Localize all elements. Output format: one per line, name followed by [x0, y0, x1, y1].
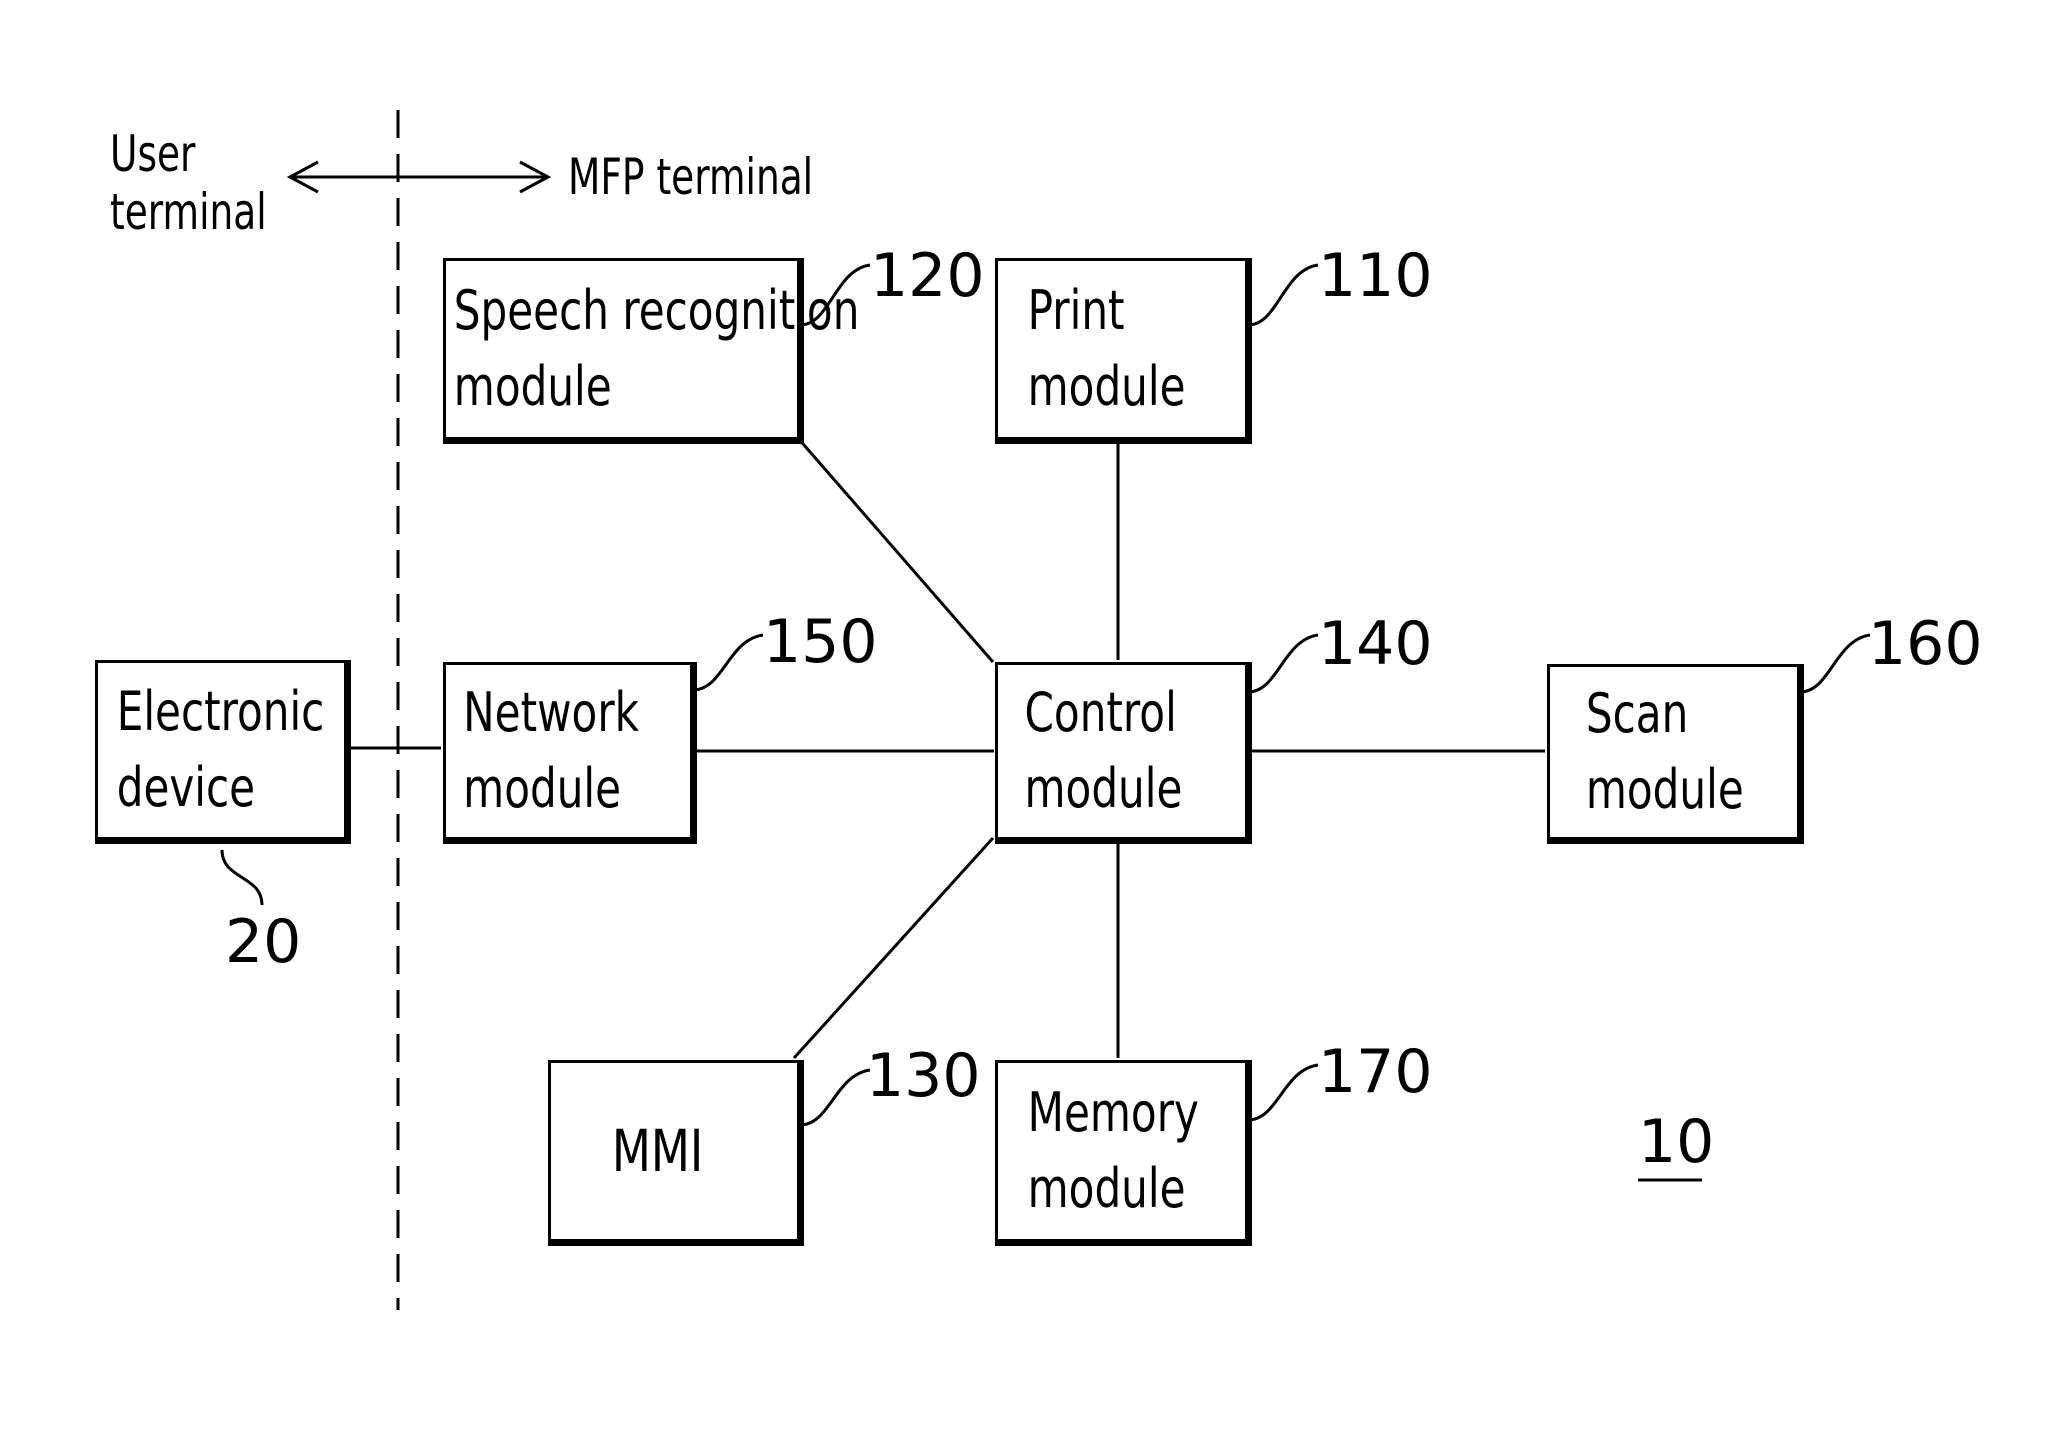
leader-130	[800, 1070, 870, 1125]
print-module-label-line1: Print	[1028, 273, 1191, 349]
control-module-box: Control module	[995, 662, 1248, 840]
leader-150	[693, 635, 763, 690]
mfp-terminal-label: MFP terminal	[568, 148, 813, 206]
leader-110	[1248, 265, 1318, 325]
leader-20	[222, 850, 262, 905]
print-module-label-line2: module	[1028, 349, 1191, 425]
scan-module-label-line2: module	[1586, 752, 1743, 828]
control-module-label-line1: Control	[1025, 675, 1191, 751]
leader-160	[1800, 635, 1870, 692]
memory-module-label-line1: Memory	[1028, 1075, 1191, 1151]
mmi-label: MMI	[612, 1113, 743, 1189]
speech-module-label-line1: Speech recognition	[454, 273, 720, 349]
electronic-device-label-line1: Electronic	[117, 674, 290, 750]
mmi-box: MMI	[548, 1060, 800, 1242]
user-terminal-label-line2: terminal	[110, 183, 267, 241]
control-module-label-line2: module	[1025, 751, 1191, 827]
ref-130: 130	[866, 1046, 981, 1106]
print-module-box: Print module	[995, 258, 1248, 440]
connector-control-mmi	[794, 838, 993, 1058]
ref-20: 20	[225, 912, 301, 972]
user-terminal-label-line1: User	[110, 125, 195, 183]
network-module-box: Network module	[443, 662, 693, 840]
network-module-label-line1: Network	[463, 675, 636, 751]
figure-ref-10: 10	[1638, 1112, 1714, 1172]
electronic-device-box: Electronic device	[95, 660, 347, 840]
scan-module-box: Scan module	[1547, 664, 1800, 840]
network-module-label-line2: module	[463, 751, 636, 827]
memory-module-box: Memory module	[995, 1060, 1248, 1242]
ref-150: 150	[763, 612, 878, 672]
ref-120: 120	[870, 246, 985, 306]
ref-170: 170	[1318, 1042, 1433, 1102]
memory-module-label-line2: module	[1028, 1151, 1191, 1227]
ref-110: 110	[1318, 246, 1433, 306]
speech-module-label-line2: module	[454, 349, 720, 425]
ref-140: 140	[1318, 614, 1433, 674]
electronic-device-label-line2: device	[117, 750, 290, 826]
leader-170	[1248, 1065, 1318, 1120]
speech-recognition-module-box: Speech recognition module	[443, 258, 800, 440]
scan-module-label-line1: Scan	[1586, 676, 1743, 752]
ref-160: 160	[1868, 614, 1983, 674]
leader-140	[1248, 635, 1318, 692]
double-arrow	[290, 162, 548, 192]
